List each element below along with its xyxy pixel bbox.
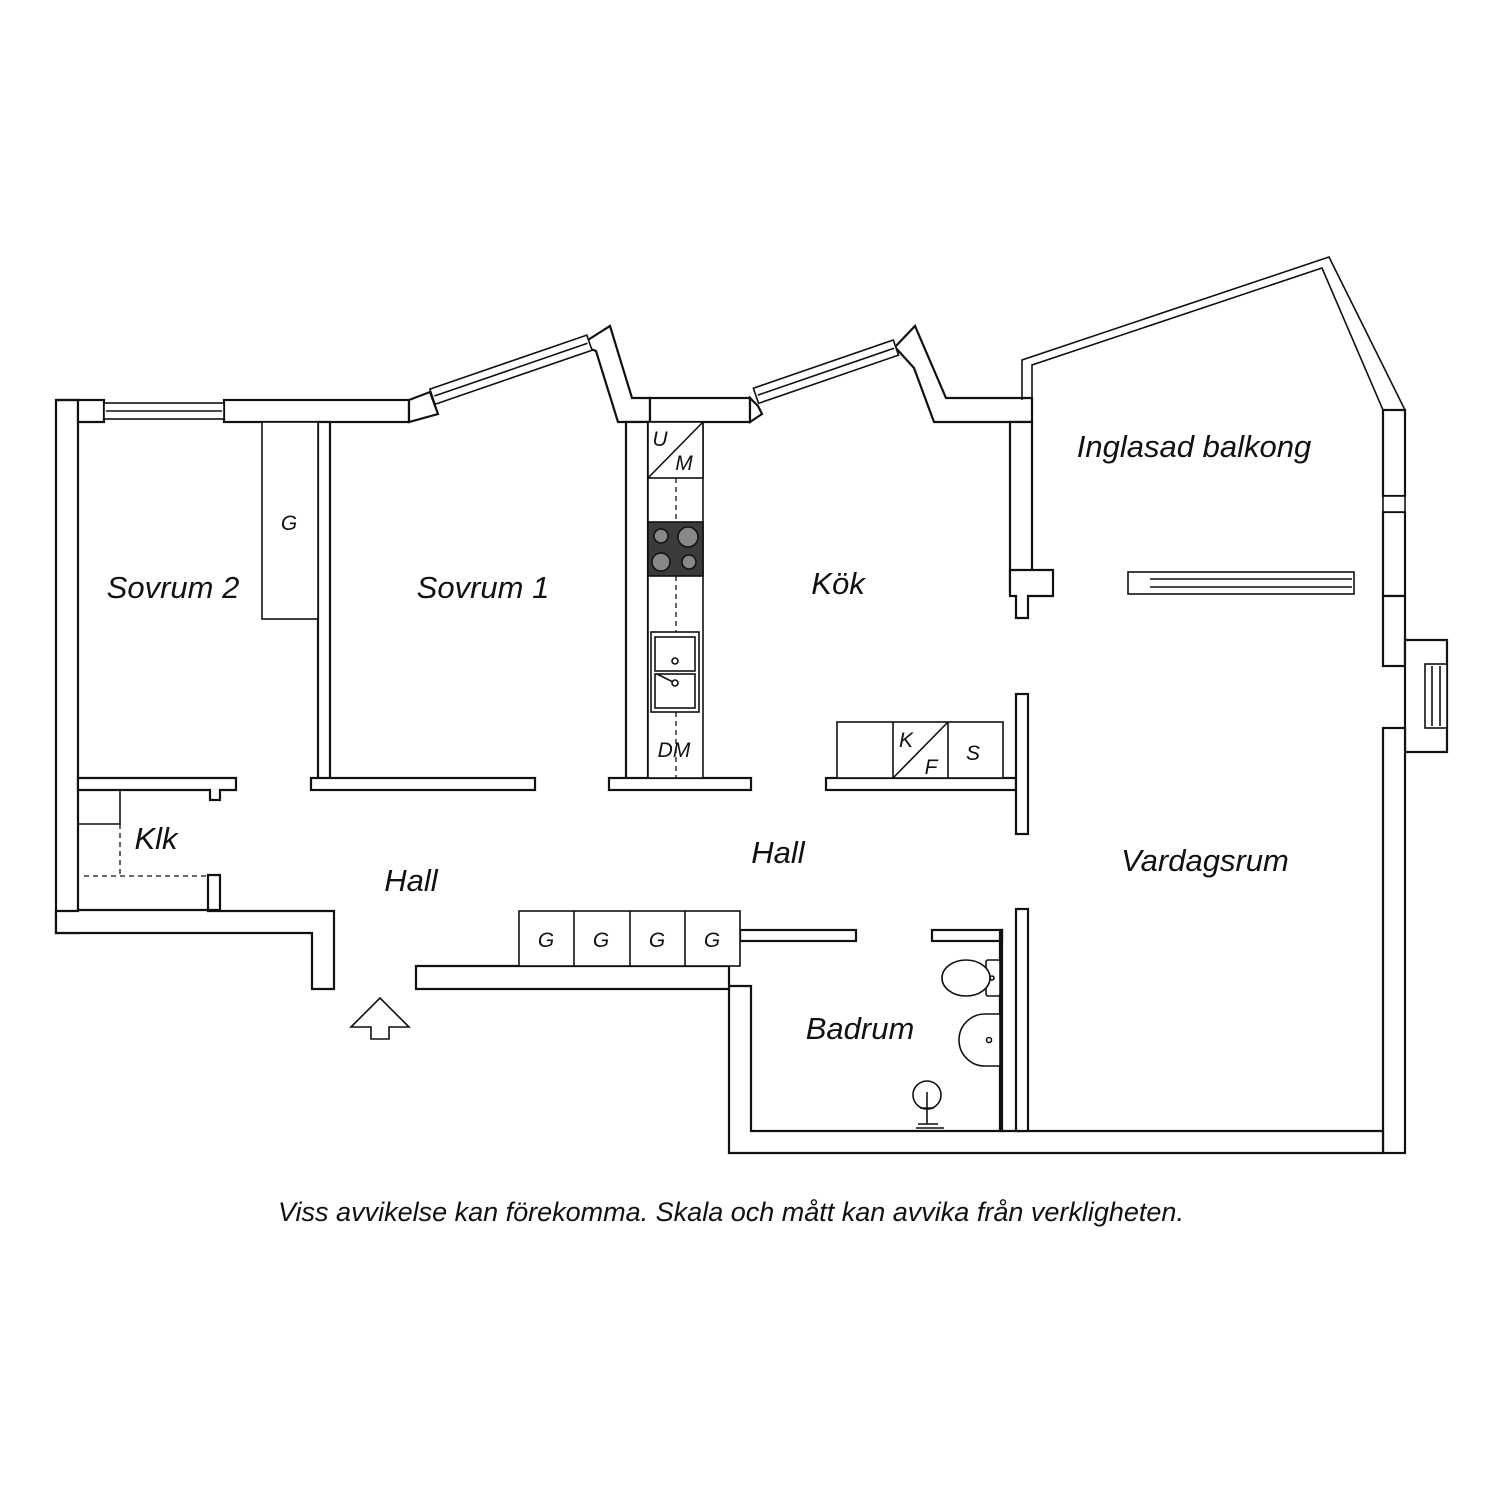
room-badrum: Badrum xyxy=(806,1011,915,1046)
label-dishwasher: DM xyxy=(658,739,691,762)
kitchen-cabinets xyxy=(836,721,1004,779)
window-sovrum2 xyxy=(103,402,225,420)
window-vardagsrum-bay xyxy=(1424,663,1448,729)
room-sovrum1: Sovrum 1 xyxy=(417,570,550,605)
label-hall-wardrobe: G xyxy=(649,929,665,952)
kitchen-sink xyxy=(650,631,700,713)
label-oven-u: U xyxy=(652,428,668,451)
hall-wardrobes xyxy=(518,910,741,967)
label-hall-wardrobe: G xyxy=(704,929,720,952)
room-hall-center: Hall xyxy=(751,835,806,870)
label-hall-wardrobe: G xyxy=(538,929,554,952)
outer-walls xyxy=(54,256,1449,1155)
wardrobe-sovrum2 xyxy=(261,421,319,620)
window-kok xyxy=(752,339,900,405)
label-cabinet-s: S xyxy=(966,742,980,765)
room-klk: Klk xyxy=(134,821,179,856)
window-sovrum1 xyxy=(428,334,594,406)
windows xyxy=(103,334,1448,729)
label-hall-wardrobe: G xyxy=(593,929,609,952)
room-kok: Kök xyxy=(811,566,866,601)
kitchen-counter xyxy=(647,421,704,779)
toilet-icon xyxy=(941,959,1001,997)
shower-icon xyxy=(912,1080,944,1129)
room-hall-left: Hall xyxy=(384,863,439,898)
label-wardrobe-sovrum2: G xyxy=(281,512,297,535)
entrance-arrow-icon xyxy=(349,996,411,1040)
room-balkong: Inglasad balkong xyxy=(1077,429,1311,464)
label-fridge-f: F xyxy=(925,756,939,779)
interior-walls xyxy=(76,420,1030,1133)
bathroom-fixtures xyxy=(912,959,1001,1129)
fixture-labels: G U M DM K F S G G G G xyxy=(281,428,980,952)
room-sovrum2: Sovrum 2 xyxy=(107,570,240,605)
room-labels: Sovrum 2 Sovrum 1 Kök Inglasad balkong K… xyxy=(107,429,1312,1046)
disclaimer-text: Viss avvikelse kan förekomma. Skala och … xyxy=(278,1197,1184,1227)
label-oven-m: M xyxy=(675,452,693,475)
washbasin-icon xyxy=(958,1013,1001,1067)
window-vardagsrum xyxy=(1127,571,1355,595)
label-fridge-k: K xyxy=(899,729,914,752)
room-vardagsrum: Vardagsrum xyxy=(1121,843,1289,878)
window-balcony-side xyxy=(1382,495,1406,513)
